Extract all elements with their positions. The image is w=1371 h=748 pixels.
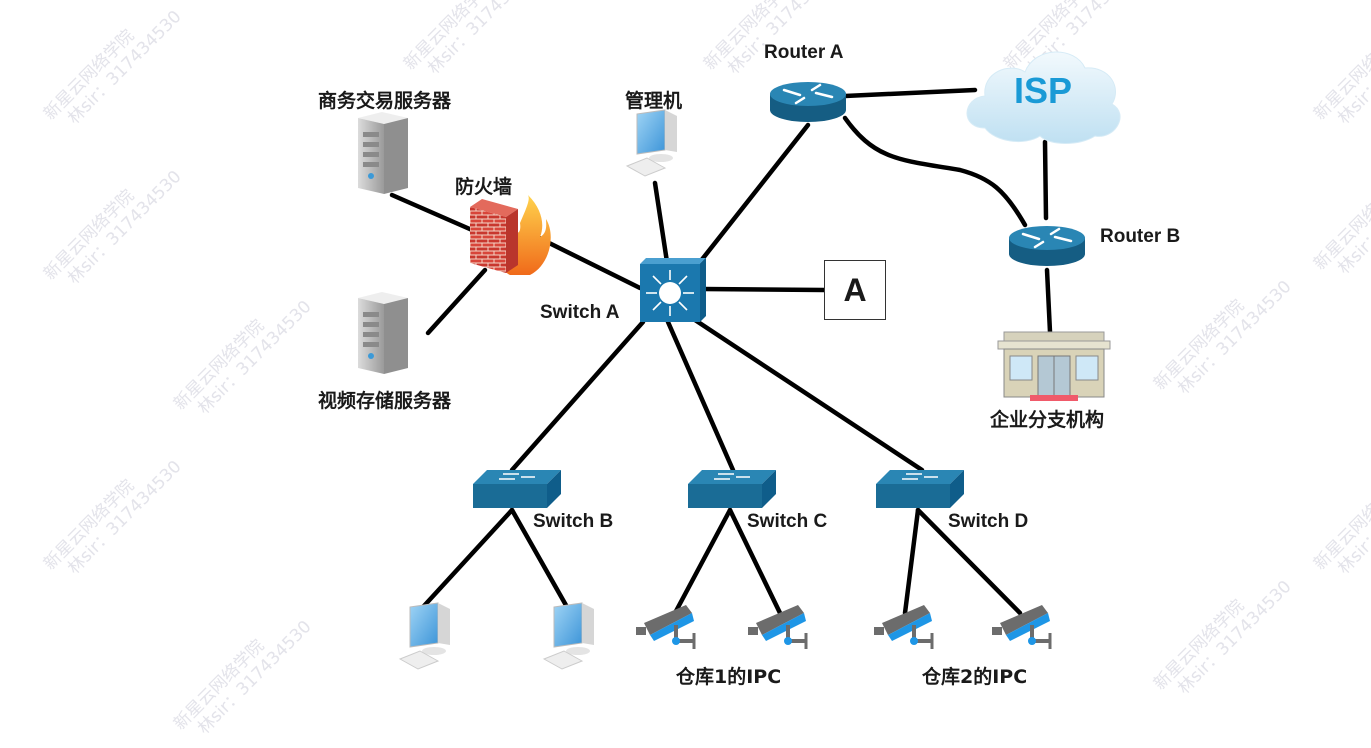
ip-camera-icon [748,605,808,649]
link-isp-routerb [1042,139,1049,221]
firewall-icon [470,195,551,275]
link-mgmt-switcha [652,180,670,265]
link-switcha-switchd [689,315,925,473]
links [389,87,1053,616]
link-routera-routerb [842,115,1028,228]
link-routera-switcha [697,122,811,265]
network-diagram [358,51,1121,670]
link-videoserver-firewall [425,267,488,336]
switch-a-label: Switch A [540,302,620,323]
switch-icon [473,470,561,508]
router-b-label: Router B [1100,226,1181,247]
ip-camera-icon [874,605,934,649]
link-switchc-ipc1b [727,507,783,616]
ip-camera-icon [992,605,1052,649]
computer-icon [398,602,450,670]
link-switcha-switchc [665,319,736,473]
video-server-label: 视频存储服务器 [318,390,452,412]
ipc-group-2-label: 仓库2的IPC [922,666,1028,688]
ipc-group-1-label: 仓库1的IPC [676,666,782,688]
switch-icon [688,470,776,508]
switch-d-label: Switch D [948,511,1029,532]
switch-b-label: Switch B [533,511,614,532]
server-icon [358,292,408,374]
link-switchb-pc2 [509,507,570,610]
building-icon [997,331,1111,401]
ip-camera-icon [636,605,696,649]
isp-label: ISP [1014,70,1073,111]
cloud-icon [966,51,1121,144]
link-switchc-ipc1a [672,507,733,616]
device-a-box: A [824,260,886,320]
link-switchb-pc1 [420,507,515,610]
switch-icon [876,470,964,508]
link-firewall-switcha [532,233,643,291]
computer-icon [542,602,594,670]
link-switcha-boxa [700,286,827,293]
layer3-switch-icon [640,258,706,322]
link-routerb-branch [1044,267,1053,335]
link-routera-isp [842,87,978,99]
branch-label: 企业分支机构 [990,409,1105,431]
server-icon [358,112,408,194]
trade-server-label: 商务交易服务器 [318,90,452,112]
router-a-label: Router A [764,42,844,63]
link-switchd-ipc2a [902,507,921,616]
link-switchd-ipc2b [915,507,1023,616]
computer-icon [625,109,677,177]
router-icon [1009,226,1085,266]
mgmt-pc-label: 管理机 [625,90,683,112]
link-switcha-switchb [509,319,646,473]
router-icon [770,82,846,122]
link-tradeserver-firewall [389,192,475,233]
switch-c-label: Switch C [747,511,828,532]
firewall-label: 防火墙 [455,176,513,198]
